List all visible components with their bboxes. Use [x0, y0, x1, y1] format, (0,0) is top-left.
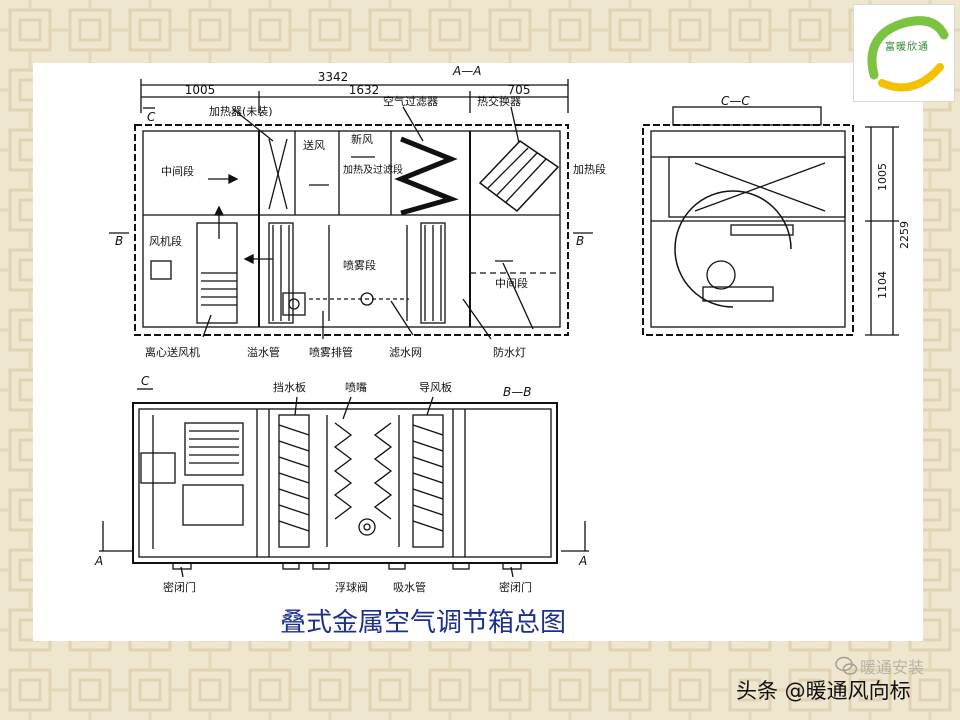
dim-side-upper: 1005 [876, 163, 889, 191]
label-spray-section: 喷雾段 [343, 258, 376, 272]
label-supply-air: 送风 [303, 138, 325, 152]
dim-left: 1005 [185, 83, 216, 97]
section-aa: A—A [452, 64, 481, 78]
label-middle-section-2: 中间段 [495, 276, 528, 290]
marker-c-bottom: C [141, 374, 150, 388]
dim-right: 705 [508, 83, 531, 97]
label-centrifugal-fan: 离心送风机 [145, 345, 200, 359]
dim-side-lower: 1104 [876, 271, 889, 299]
label-guide-plate: 导风板 [419, 380, 452, 394]
label-float-valve: 浮球阀 [335, 580, 368, 594]
marker-b-left: B [115, 234, 123, 248]
air-handling-unit-diagram: 3342 1005 1632 705 A—A C—C B—B C C B B A… [94, 64, 911, 638]
label-suction-pipe: 吸水管 [393, 580, 426, 594]
marker-b-right: B [576, 234, 584, 248]
label-water-filter: 滤水网 [389, 346, 422, 359]
label-heating-section: 加热段 [573, 162, 606, 176]
label-heater: 加热器(未装) [209, 105, 273, 118]
diagram-caption: 叠式金属空气调节箱总图 [280, 608, 566, 638]
logo-text: 富暖欣通 [885, 42, 929, 53]
label-sealed-door: 密闭门 [163, 580, 196, 594]
logo-swirl-icon [867, 16, 949, 92]
label-nozzle: 喷嘴 [345, 381, 367, 394]
label-fresh-air: 新风 [351, 132, 373, 146]
label-fan-section: 风机段 [149, 234, 182, 248]
diagram-panel: 3342 1005 1632 705 A—A C—C B—B C C B B A… [33, 63, 923, 641]
dim-mid: 1632 [349, 83, 380, 97]
label-middle-section: 中间段 [161, 164, 194, 178]
label-spray-pipe: 喷雾排管 [309, 345, 353, 359]
label-overflow-pipe: 溢水管 [247, 345, 280, 359]
marker-c-top: C [147, 110, 156, 124]
wechat-icon [835, 656, 857, 675]
label-air-filter: 空气过滤器 [383, 94, 438, 108]
section-cc: C—C [721, 94, 750, 108]
faint-watermark: 暖通安装 [860, 658, 925, 677]
label-heat-exchanger: 热交换器 [477, 94, 521, 108]
section-bb: B—B [503, 385, 531, 399]
label-sealed-door-2: 密闭门 [499, 580, 532, 594]
footer-credit: 头条 @暖通风向标 [736, 679, 911, 703]
label-eliminator: 挡水板 [273, 380, 306, 394]
dim-side-total: 2259 [898, 221, 911, 249]
brand-logo: 富暖欣通 [853, 4, 955, 102]
label-waterproof-lamp: 防水灯 [493, 345, 526, 359]
marker-a-left: A [94, 554, 103, 568]
marker-a-right: A [578, 554, 587, 568]
dim-total: 3342 [318, 70, 349, 84]
label-heat-filter-section: 加热及过滤段 [343, 163, 403, 176]
